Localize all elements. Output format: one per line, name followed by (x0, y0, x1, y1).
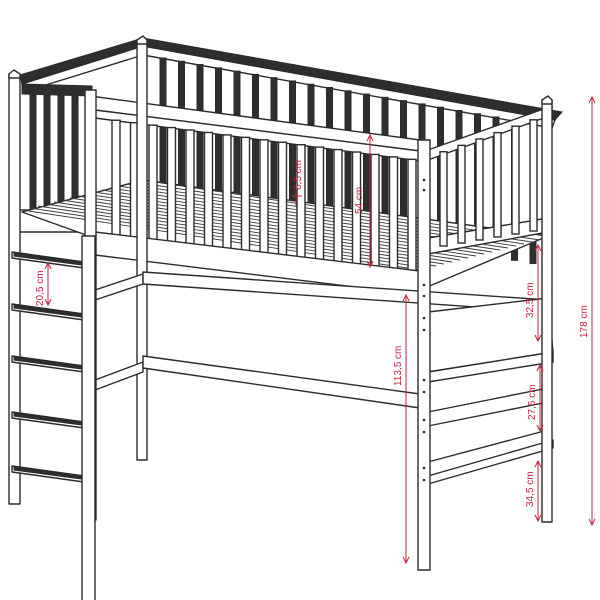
dimension-clearance-label: 113,5 cm (393, 346, 404, 386)
front-slat (222, 134, 232, 251)
front-slat (240, 136, 251, 253)
dimension-ladder-step-label: 20,5 cm (35, 270, 46, 306)
back-slat (215, 67, 222, 209)
front-slat (259, 139, 269, 255)
front-slat (111, 119, 121, 237)
left-end-slat (71, 93, 79, 211)
back-slat (233, 70, 241, 212)
right-end-guard (427, 105, 553, 255)
dimension-shelf-middle-label: 27,5 cm (527, 384, 538, 420)
dimension-shelf-middle: 27,5 cm (527, 363, 544, 433)
back-slat (252, 73, 259, 215)
left-end-slat (43, 93, 51, 211)
dimension-rail-gap-label: 6,5 cm (293, 160, 304, 190)
right-end-slat (475, 138, 484, 241)
dimension-shelf-bottom: 34,5 cm (525, 459, 542, 523)
back-slat (159, 57, 167, 199)
right-end-slat (457, 144, 466, 244)
dimension-rail-gap: 6,5 cm (292, 160, 304, 206)
front-slat (407, 158, 417, 273)
right-end-slat (511, 125, 520, 235)
front-slat (166, 126, 177, 244)
right-end-slat (439, 151, 448, 247)
front-slat (333, 148, 343, 264)
left-end-slats (29, 93, 79, 211)
back-slat (196, 64, 204, 206)
left-end-slat (29, 93, 37, 211)
front-slat (148, 124, 158, 242)
back-slat (178, 60, 185, 202)
front-slat (203, 131, 214, 248)
front-guard-rail (89, 95, 429, 297)
front-slat (277, 141, 288, 257)
ladder (8, 69, 96, 600)
dimension-shelf-top: 32,5 cm (525, 243, 542, 343)
right-end-slat (493, 131, 502, 238)
right-end-slat (529, 119, 538, 232)
dimension-ladder-step: 20,5 cm (35, 261, 52, 307)
right-end-slats (439, 119, 538, 247)
back-slat (270, 77, 278, 219)
front-slat (185, 129, 195, 246)
left-end-slat (57, 93, 65, 211)
front-slat (388, 156, 399, 271)
front-slat (370, 153, 380, 268)
dimension-shelf-bottom-label: 34,5 cm (525, 471, 536, 507)
dimension-total-height-label: 178 cm (579, 305, 590, 338)
dimension-guard-height: 54 cm (354, 133, 374, 269)
dimension-total-height: 178 cm (579, 95, 596, 527)
dimension-clearance: 113,5 cm (393, 293, 410, 565)
dimension-shelf-top-label: 32,5 cm (525, 282, 536, 318)
dimension-guard-height-label: 54 cm (354, 187, 365, 214)
front-slat (314, 146, 325, 262)
